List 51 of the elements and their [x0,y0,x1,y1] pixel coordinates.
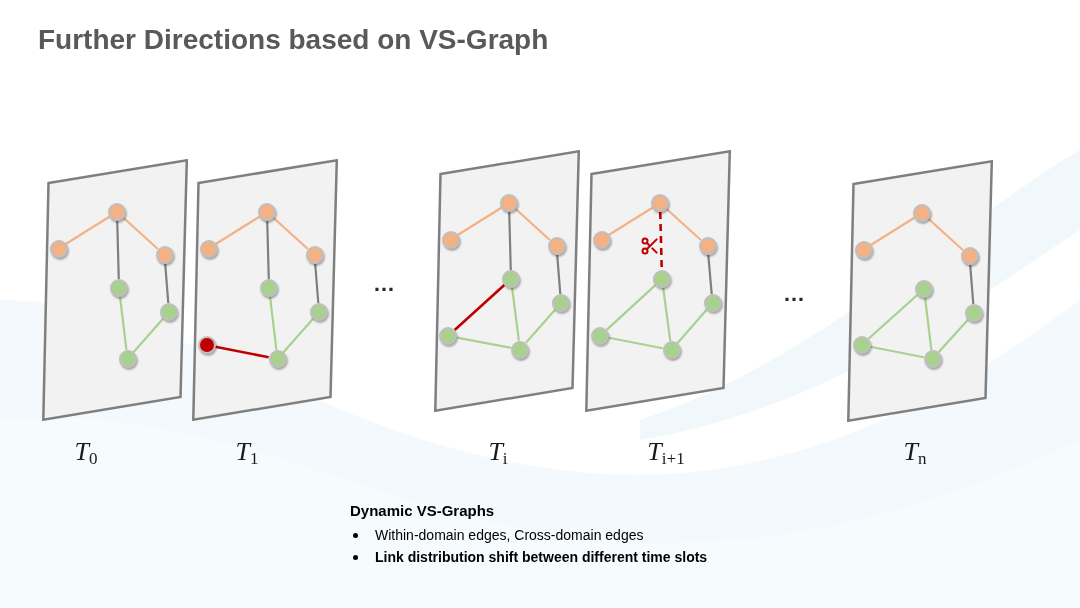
graph-edge [266,220,270,280]
graph-edge [457,206,502,236]
graph-edge [556,254,562,295]
graph-edge [608,336,663,350]
graph-edge [924,297,933,351]
graph-edge [65,215,110,245]
graph-panel [847,160,993,422]
time-step-label: T$_{i+1}$ [647,436,685,468]
graph-edge [927,218,964,251]
slide-title: Further Directions based on VS-Graph [38,23,549,57]
graph-edge [164,263,170,304]
graph-panel [585,150,731,412]
graph-edge [969,264,975,305]
graph-edge [870,216,915,246]
graph-edge [511,287,520,341]
section-heading: Dynamic VS-Graphs [350,501,495,521]
graph-edge [314,263,320,304]
graph-edge [665,208,702,241]
graph-edge [122,217,159,250]
ellipsis-text: … [373,270,395,298]
ellipsis-text: … [783,280,805,308]
graph-edge [116,220,120,280]
graph-edge [118,296,128,351]
graph-edge [605,284,657,331]
graph-edge [937,318,969,354]
graph-edge [456,336,512,349]
time-step-label: T$_{1}$ [235,436,259,468]
graph-edge [282,318,314,353]
time-step-label: T$_{0}$ [74,436,98,468]
graph-panel [434,150,580,412]
graph-edge [215,345,269,359]
graph-edge [514,208,551,241]
time-step-label: T$_{i}$ [488,436,508,468]
graph-edge [608,206,653,236]
time-step-label: T$_{n}$ [903,436,927,468]
graph-edge [508,211,512,271]
graph-edge [662,287,672,342]
graph-edge [676,309,708,344]
graph-edge [870,345,924,359]
graph-edge [525,309,556,344]
graph-edge [132,318,164,353]
bullet-text: Within-domain edges, Cross-domain edges [375,526,644,545]
graph-panel [192,159,338,421]
graph-edge [272,217,309,250]
graph-panel [42,159,188,421]
graph-edge [215,215,260,245]
graph-edge [268,296,278,351]
bullet-text: Link distribution shift between different time slots [375,548,708,567]
graph-edge [453,284,506,331]
graph-edge [707,254,713,295]
graph-edge [867,294,919,340]
